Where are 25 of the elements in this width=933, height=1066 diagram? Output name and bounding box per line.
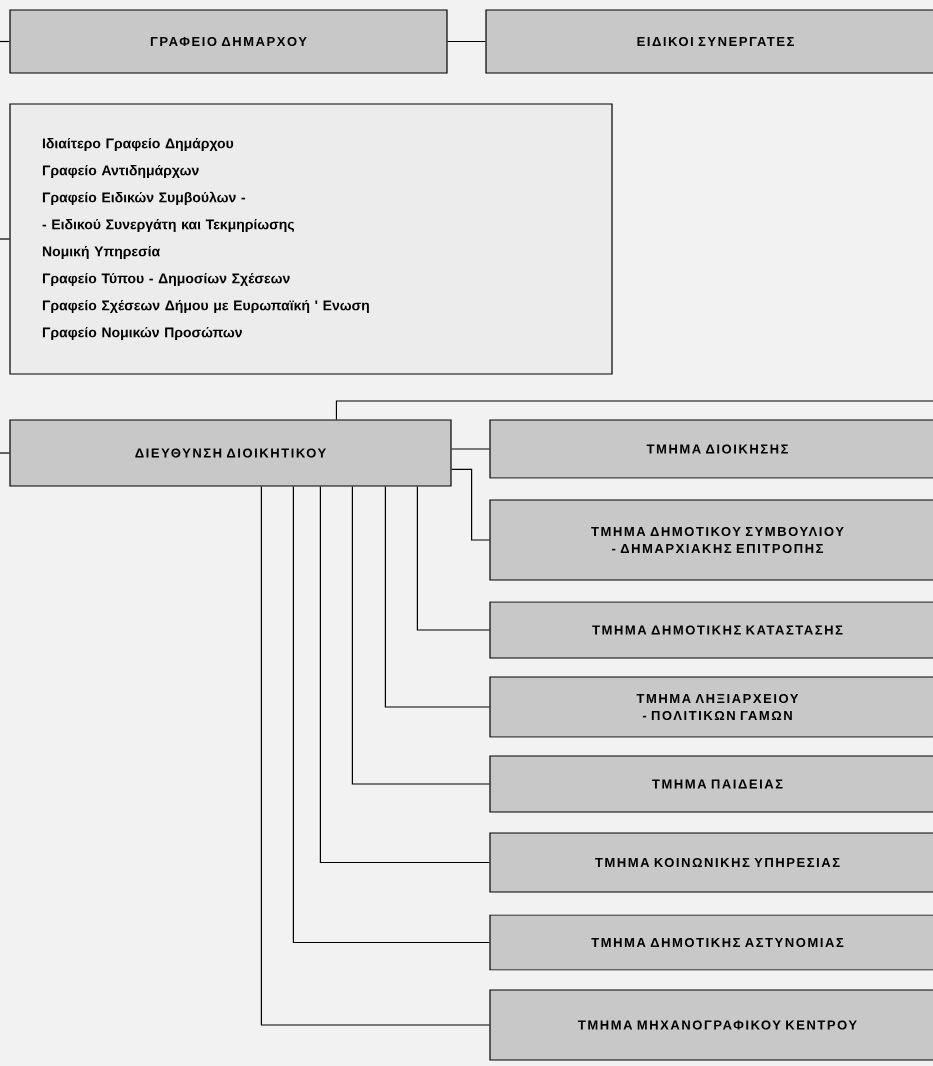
connector-line (292, 486, 490, 944)
connector-line (0, 238, 10, 240)
connector-line (451, 448, 490, 450)
connector-line (351, 486, 490, 785)
connector-line (0, 452, 10, 454)
department-box: ΕΙΔΙΚΟΙ ΣΥΝΕΡΓΑΤΕΣ (485, 9, 933, 74)
department-box: ΤΜΗΜΑ ΔΙΟΙΚΗΣΗΣ (489, 419, 933, 479)
connector-line (319, 486, 490, 864)
connector-line (447, 40, 486, 43)
department-box: ΤΜΗΜΑ ΜΗΧΑΝΟΓΡΑΦΙΚΟΥ ΚΕΝΤΡΟΥ (489, 989, 933, 1061)
department-box: ΤΜΗΜΑ ΔΗΜΟΤΙΚΗΣ ΑΣΤΥΝΟΜΙΑΣ (489, 914, 933, 971)
connector-line (384, 486, 490, 708)
department-box: ΤΜΗΜΑ ΛΗΞΙΑΡΧΕΙΟΥ - ΠΟΛΙΤΙΚΩΝ ΓΑΜΩΝ (489, 676, 933, 738)
connector-line (451, 468, 490, 541)
department-box: ΤΜΗΜΑ ΚΟΙΝΩΝΙΚΗΣ ΥΠΗΡΕΣΙΑΣ (489, 832, 933, 893)
office-list-box: Ιδιαίτερο Γραφείο Δημάρχου Γραφείο Αντιδημάρχων Γραφείο Ειδικών Συμβούλων - - Ειδικού Συνεργάτη και Τεκμηρίωσης Νομική Υπηρεσία Γραφείο Τύπου - Δημοσίων Σχέσεων Γραφείο Σχέσεων Δήμου με Ευρωπαϊκή ' Ενωση Γραφείο Νομικών Προσώπων (9, 103, 613, 375)
connector-line (416, 486, 490, 631)
department-box: ΤΜΗΜΑ ΔΗΜΟΤΙΚΗΣ ΚΑΤΑΣΤΑΣΗΣ (489, 601, 933, 659)
department-box: ΤΜΗΜΑ ΠΑΙΔΕΙΑΣ (489, 755, 933, 813)
department-box: ΔΙΕΥΘΥΝΣΗ ΔΙΟΙΚΗΤΙΚΟΥ (9, 419, 452, 487)
department-box: ΤΜΗΜΑ ΔΗΜΟΤΙΚΟΥ ΣΥΜΒΟΥΛΙΟΥ - ΔΗΜΑΡΧΙΑΚΗΣ ΕΠΙΤΡΟΠΗΣ (489, 499, 933, 581)
connector-line (335, 400, 933, 420)
department-box: ΓΡΑΦΕΙΟ ΔΗΜΑΡΧΟΥ (9, 9, 448, 74)
connector-line (260, 486, 490, 1026)
connector-line (0, 40, 10, 43)
